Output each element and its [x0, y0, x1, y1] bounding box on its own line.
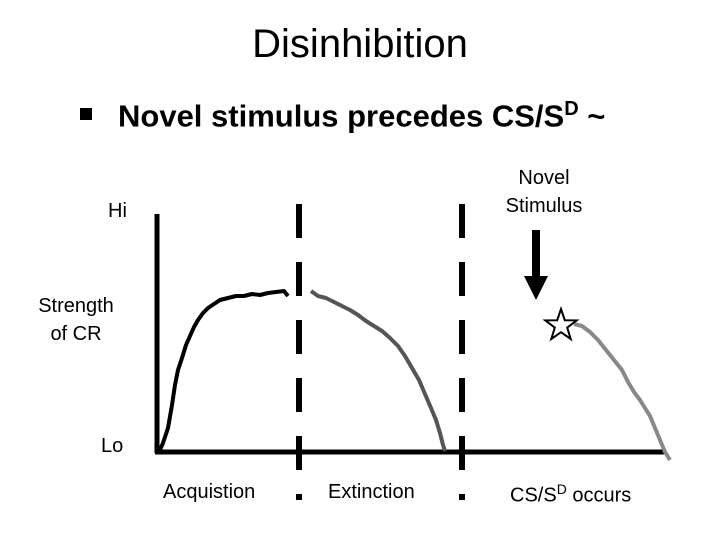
extinction-curve — [309, 289, 447, 452]
y-axis-label: Strength of CR — [24, 292, 128, 348]
novel-stimulus-label: Novel Stimulus — [488, 164, 600, 220]
slide-title: Disinhibition — [252, 22, 468, 66]
cs-occurs-label: CS/SD occurs — [510, 481, 631, 508]
bullet-suffix: ~ — [578, 98, 606, 134]
acquisition-curve — [158, 289, 290, 451]
y-axis-label-line2: of CR — [50, 323, 102, 345]
extinction-label: Extinction — [328, 481, 415, 503]
novel-stimulus-line2: Stimulus — [505, 195, 583, 217]
down-arrow-icon — [524, 276, 548, 300]
hi-label: Hi — [108, 200, 127, 222]
novel-stimulus-line1: Novel — [518, 167, 570, 189]
cs-occurs-suffix: occurs — [566, 484, 632, 507]
square-bullet-icon — [80, 108, 92, 121]
cs-occurs-prefix: CS/S — [510, 484, 557, 507]
acquisition-label: Acquistion — [163, 481, 256, 503]
bullet-text: Novel stimulus precedes CS/S — [118, 98, 565, 134]
y-axis-label-line1: Strength — [38, 295, 114, 317]
lo-label: Lo — [101, 435, 124, 457]
bullet-point: Novel stimulus precedes CS/SD ~ — [80, 98, 605, 134]
recovery-curve — [573, 322, 672, 462]
cs-occurs-superscript: D — [556, 481, 567, 497]
star-icon — [542, 305, 580, 342]
bullet-superscript: D — [564, 98, 579, 120]
